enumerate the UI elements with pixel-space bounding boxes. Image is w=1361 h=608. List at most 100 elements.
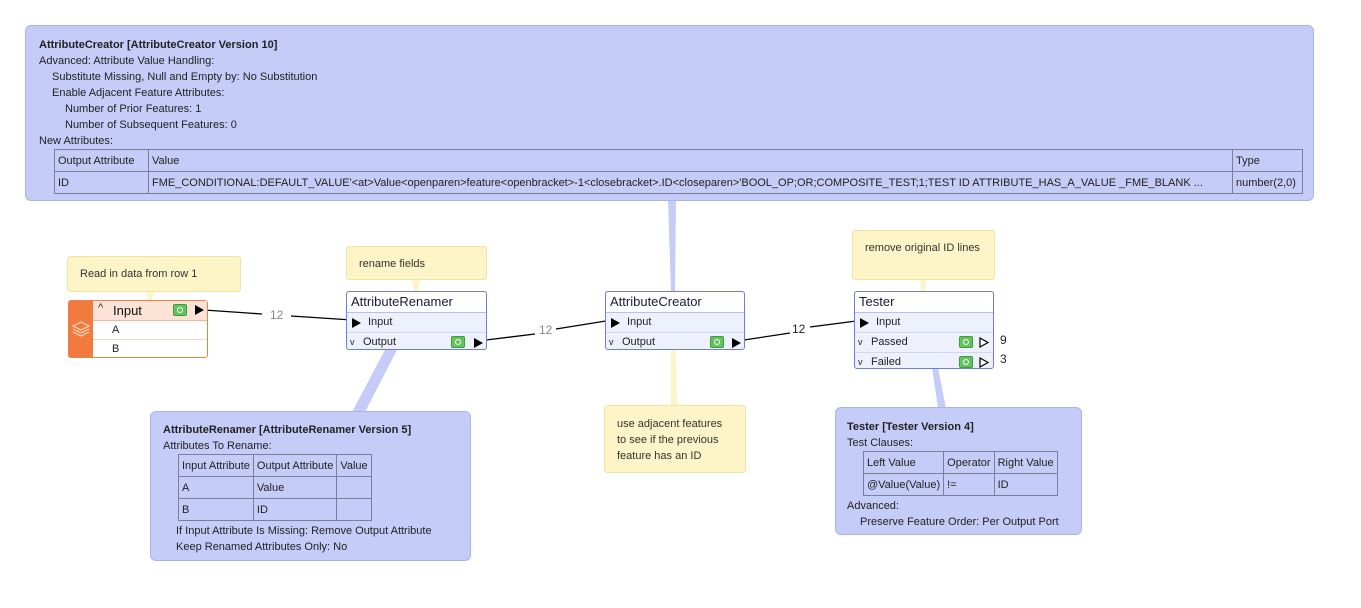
creator-annotation-connector xyxy=(668,200,676,292)
reader-attr-row: B xyxy=(93,340,207,358)
chevron-up-icon[interactable]: ^ xyxy=(98,302,104,314)
table-header-row: Output Attribute Value Type xyxy=(54,149,1303,172)
output-port-failed[interactable]: v Failed xyxy=(855,352,993,372)
tester-line: Test Clauses: xyxy=(847,437,914,449)
remove-note[interactable]: remove original ID lines xyxy=(852,230,995,280)
output-arrow-icon[interactable] xyxy=(474,338,483,348)
input-port[interactable]: Input xyxy=(606,313,744,332)
open-output-arrow-icon[interactable] xyxy=(979,337,989,348)
table-cell xyxy=(336,498,372,521)
chevron-down-icon[interactable]: v xyxy=(350,337,355,347)
chevron-down-icon[interactable]: v xyxy=(858,337,863,347)
chevron-down-icon[interactable]: v xyxy=(609,337,614,347)
attributecreator-annotation: AttributeCreator [AttributeCreator Versi… xyxy=(25,25,1314,201)
tester-annotation-title: Tester [Tester Version 4] xyxy=(847,421,974,433)
new-attributes-table: Output Attribute Value Type ID FME_CONDI… xyxy=(54,149,1303,194)
connection-count: 12 xyxy=(268,308,286,322)
table-cell: Value xyxy=(252,476,338,499)
adjacent-note[interactable]: use adjacent features to see if the prev… xyxy=(604,405,746,473)
eye-icon[interactable] xyxy=(173,304,187,316)
chevron-down-icon[interactable]: v xyxy=(858,357,863,367)
renamer-line: Keep Renamed Attributes Only: No xyxy=(176,541,348,553)
reader-header[interactable]: ^ Input xyxy=(93,301,207,321)
tester-annotation: Tester [Tester Version 4] Test Clauses: … xyxy=(835,407,1082,535)
reader-feature-type[interactable]: ^ Input A B xyxy=(68,300,208,358)
port-label: Passed xyxy=(871,336,908,348)
port-label: Failed xyxy=(871,356,901,368)
table-header: Output Attribute xyxy=(54,149,149,172)
creator-annotation-title: AttributeCreator [AttributeCreator Versi… xyxy=(39,39,278,51)
eye-icon[interactable] xyxy=(959,356,973,368)
table-header: Left Value xyxy=(862,451,945,474)
creator-line: Number of Prior Features: 1 xyxy=(65,103,202,115)
reader-attr: A xyxy=(112,324,120,336)
table-cell: FME_CONDITIONAL:DEFAULT_VALUE'<at>Value<… xyxy=(148,171,1233,194)
creator-line: Advanced: Attribute Value Handling: xyxy=(39,55,215,67)
reader-name: Input xyxy=(113,303,142,318)
transformer-title[interactable]: AttributeCreator xyxy=(606,292,744,313)
table-cell: B xyxy=(178,498,254,521)
table-header-row: Left Value Operator Right Value xyxy=(862,451,1058,474)
renamer-annotation-connector xyxy=(352,348,398,412)
port-label: Output xyxy=(363,336,397,348)
reader-attr: B xyxy=(112,343,120,355)
tester-line: Preserve Feature Order: Per Output Port xyxy=(860,516,1059,528)
open-output-arrow-icon[interactable] xyxy=(979,357,989,368)
rename-note[interactable]: rename fields xyxy=(346,246,487,280)
port-label: Input xyxy=(368,316,393,328)
port-label: Output xyxy=(622,336,656,348)
creator-line: Enable Adjacent Feature Attributes: xyxy=(52,87,225,99)
passed-count: 9 xyxy=(1000,333,1007,347)
table-header: Value xyxy=(336,454,372,477)
output-arrow-icon[interactable] xyxy=(732,338,741,348)
table-row: @Value(Value) != ID xyxy=(862,473,1058,496)
transformer-title[interactable]: Tester xyxy=(855,292,993,313)
output-port-passed[interactable]: v Passed xyxy=(855,332,993,352)
tester-annotation-connector xyxy=(932,368,946,408)
attributecreator-transformer[interactable]: AttributeCreator Input v Output xyxy=(605,291,745,350)
renamer-line: If Input Attribute Is Missing: Remove Ou… xyxy=(176,525,432,537)
eye-icon[interactable] xyxy=(710,336,724,348)
transformer-title[interactable]: AttributeRenamer xyxy=(347,292,486,313)
table-cell: ID xyxy=(54,171,149,194)
input-arrow-icon xyxy=(611,318,620,328)
reader-note[interactable]: Read in data from row 1 xyxy=(67,256,241,292)
tester-transformer[interactable]: Tester Input v Passed v Failed xyxy=(854,291,994,369)
attributerenamer-annotation: AttributeRenamer [AttributeRenamer Versi… xyxy=(150,411,471,561)
remove-note-connector xyxy=(920,279,926,292)
table-header: Value xyxy=(148,149,1233,172)
table-header: Right Value xyxy=(993,451,1058,474)
output-port[interactable]: v Output xyxy=(347,332,486,352)
rename-note-connector xyxy=(412,279,420,292)
renamer-line: Attributes To Rename: xyxy=(163,440,272,452)
table-header: Type xyxy=(1232,149,1303,172)
output-port-arrow-icon[interactable] xyxy=(195,305,204,315)
reader-attr-row: A xyxy=(93,321,207,340)
reader-note-connector xyxy=(146,291,154,300)
connection-renamer-creator[interactable] xyxy=(485,319,613,341)
table-header: Input Attribute xyxy=(178,454,254,477)
table-cell: @Value(Value) xyxy=(862,473,945,496)
table-cell: ID xyxy=(252,498,338,521)
layers-icon-panel xyxy=(69,301,93,357)
table-row: A Value xyxy=(178,476,372,499)
input-port[interactable]: Input xyxy=(855,313,993,332)
eye-icon[interactable] xyxy=(451,336,465,348)
tester-line: Advanced: xyxy=(847,500,899,512)
table-header: Output Attribute xyxy=(252,454,338,477)
eye-icon[interactable] xyxy=(959,336,973,348)
table-header: Operator xyxy=(943,451,995,474)
creator-line: New Attributes: xyxy=(39,135,113,147)
creator-line: Substitute Missing, Null and Empty by: N… xyxy=(52,71,318,83)
output-port[interactable]: v Output xyxy=(606,332,744,352)
table-row: B ID xyxy=(178,498,372,521)
input-arrow-icon xyxy=(352,318,361,328)
table-cell: A xyxy=(178,476,254,499)
port-label: Input xyxy=(627,316,652,328)
table-cell: number(2,0) xyxy=(1232,171,1303,194)
table-cell xyxy=(336,476,372,499)
input-port[interactable]: Input xyxy=(347,313,486,332)
connection-reader-renamer[interactable] xyxy=(203,309,353,321)
attributerenamer-transformer[interactable]: AttributeRenamer Input v Output xyxy=(346,291,487,350)
